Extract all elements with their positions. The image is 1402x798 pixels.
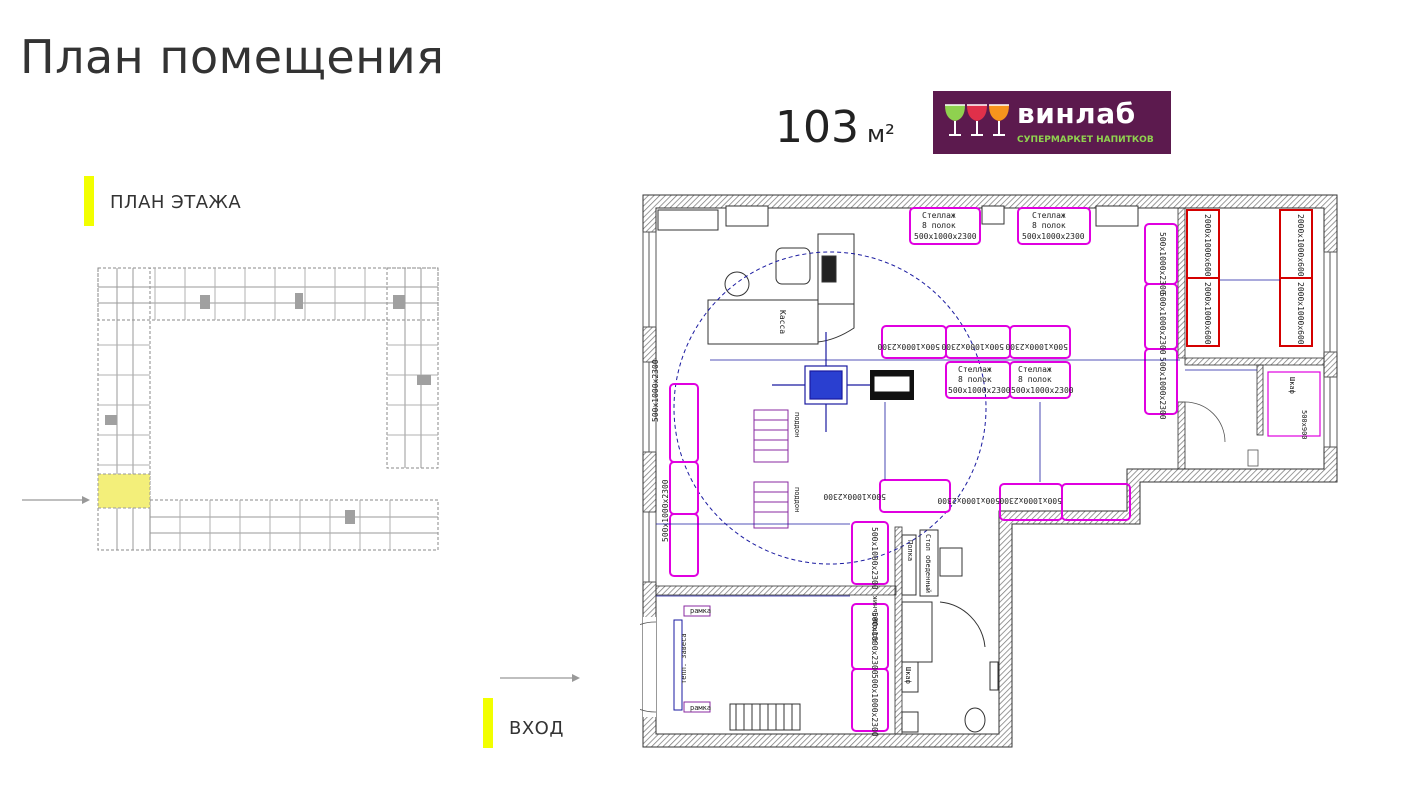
tray-2-label: поддон [793,487,801,512]
fridge-size: 2000x1000x600 [1203,214,1212,277]
rack-size: 500x1000x2300 [1005,342,1068,351]
rack-shelves: 8 полок [1032,221,1066,230]
rack-size: 500x1000x2300 [948,386,1011,395]
fridge-size: 2000x1000x600 [1203,282,1212,345]
building-floor-plan [97,267,439,551]
rack-size: 500x1000x2300 [651,359,660,422]
ramka-top-label: рамка [690,607,711,615]
rack-size: 500x1000x2300 [661,479,670,542]
ramka-bottom-label: рамка [690,704,711,712]
area-number: 103 [775,102,859,153]
rack-label: Стеллаж [1032,211,1066,220]
entrance-arrow [500,674,580,682]
rack-label: Стеллаж [1018,365,1052,374]
rack-size: 500x1000x2300 [870,674,879,737]
rack-size: 500x1000x2300 [1011,386,1074,395]
rack-size: 500x1000x2300 [1022,232,1085,241]
polka-label: Полка [906,540,914,561]
floor-plan-label: ПЛАН ЭТАЖА [110,192,242,213]
rack-shelves: 8 полок [1018,375,1052,384]
rack-label: Стеллаж [922,211,956,220]
rack-size: 500x1000x2300 [1158,292,1167,355]
tray-1-label: поддон [793,412,801,437]
rack-size: 500x1000x2300 [999,496,1062,505]
curtain-label: тепл. завеса [680,633,688,684]
rack-size: 500x1000x2300 [937,496,1000,505]
rack-size: 500x1000x2300 [870,527,879,590]
rack-size: 500x1000x2300 [914,232,977,241]
dining-table-label: Стол обеденный [924,534,932,593]
logo-tagline: СУПЕРМАРКЕТ НАПИТКОВ [1017,135,1154,145]
rack-size: 500x1000x2300 [1158,357,1167,420]
rack-shelves: 8 полок [922,221,956,230]
rack-size: 500x1000x2300 [1158,232,1167,295]
cabinet-size: 500x900 [1300,410,1308,440]
rack-size: 500x1000x2300 [941,342,1004,351]
cabinet-label: Шкаф [1288,377,1296,394]
rack-size: 500x1000x2300 [823,492,886,501]
kassa-label: Касса [778,310,787,334]
rack-shelves: 8 полок [958,375,992,384]
rack-label: Стеллаж [958,365,992,374]
area-unit: м² [866,120,895,148]
page-title: План помещения [20,30,445,84]
highlighted-unit [98,474,150,508]
logo-brand: винлаб [1017,97,1136,130]
wardrobe-label: Шкаф [904,667,912,684]
rack-size: 500x1000x2300 [877,342,940,351]
store-floor-plan: Касса поддон поддон [640,194,1338,748]
vinlab-logo: винлаб СУПЕРМАРКЕТ НАПИТКОВ [933,91,1171,154]
wine-glasses-icon [945,104,1009,136]
fridge-label: Холодильник [871,595,879,642]
entrance-marker [483,698,493,748]
entrance-label: ВХОД [509,718,564,739]
fridge-size: 2000x1000x600 [1296,282,1305,345]
fridge-size: 2000x1000x600 [1296,214,1305,277]
floor-plan-marker [84,176,94,226]
rack-size: 500x1000x2300 [870,612,879,675]
floor-plan-pointer-arrow [22,496,90,504]
